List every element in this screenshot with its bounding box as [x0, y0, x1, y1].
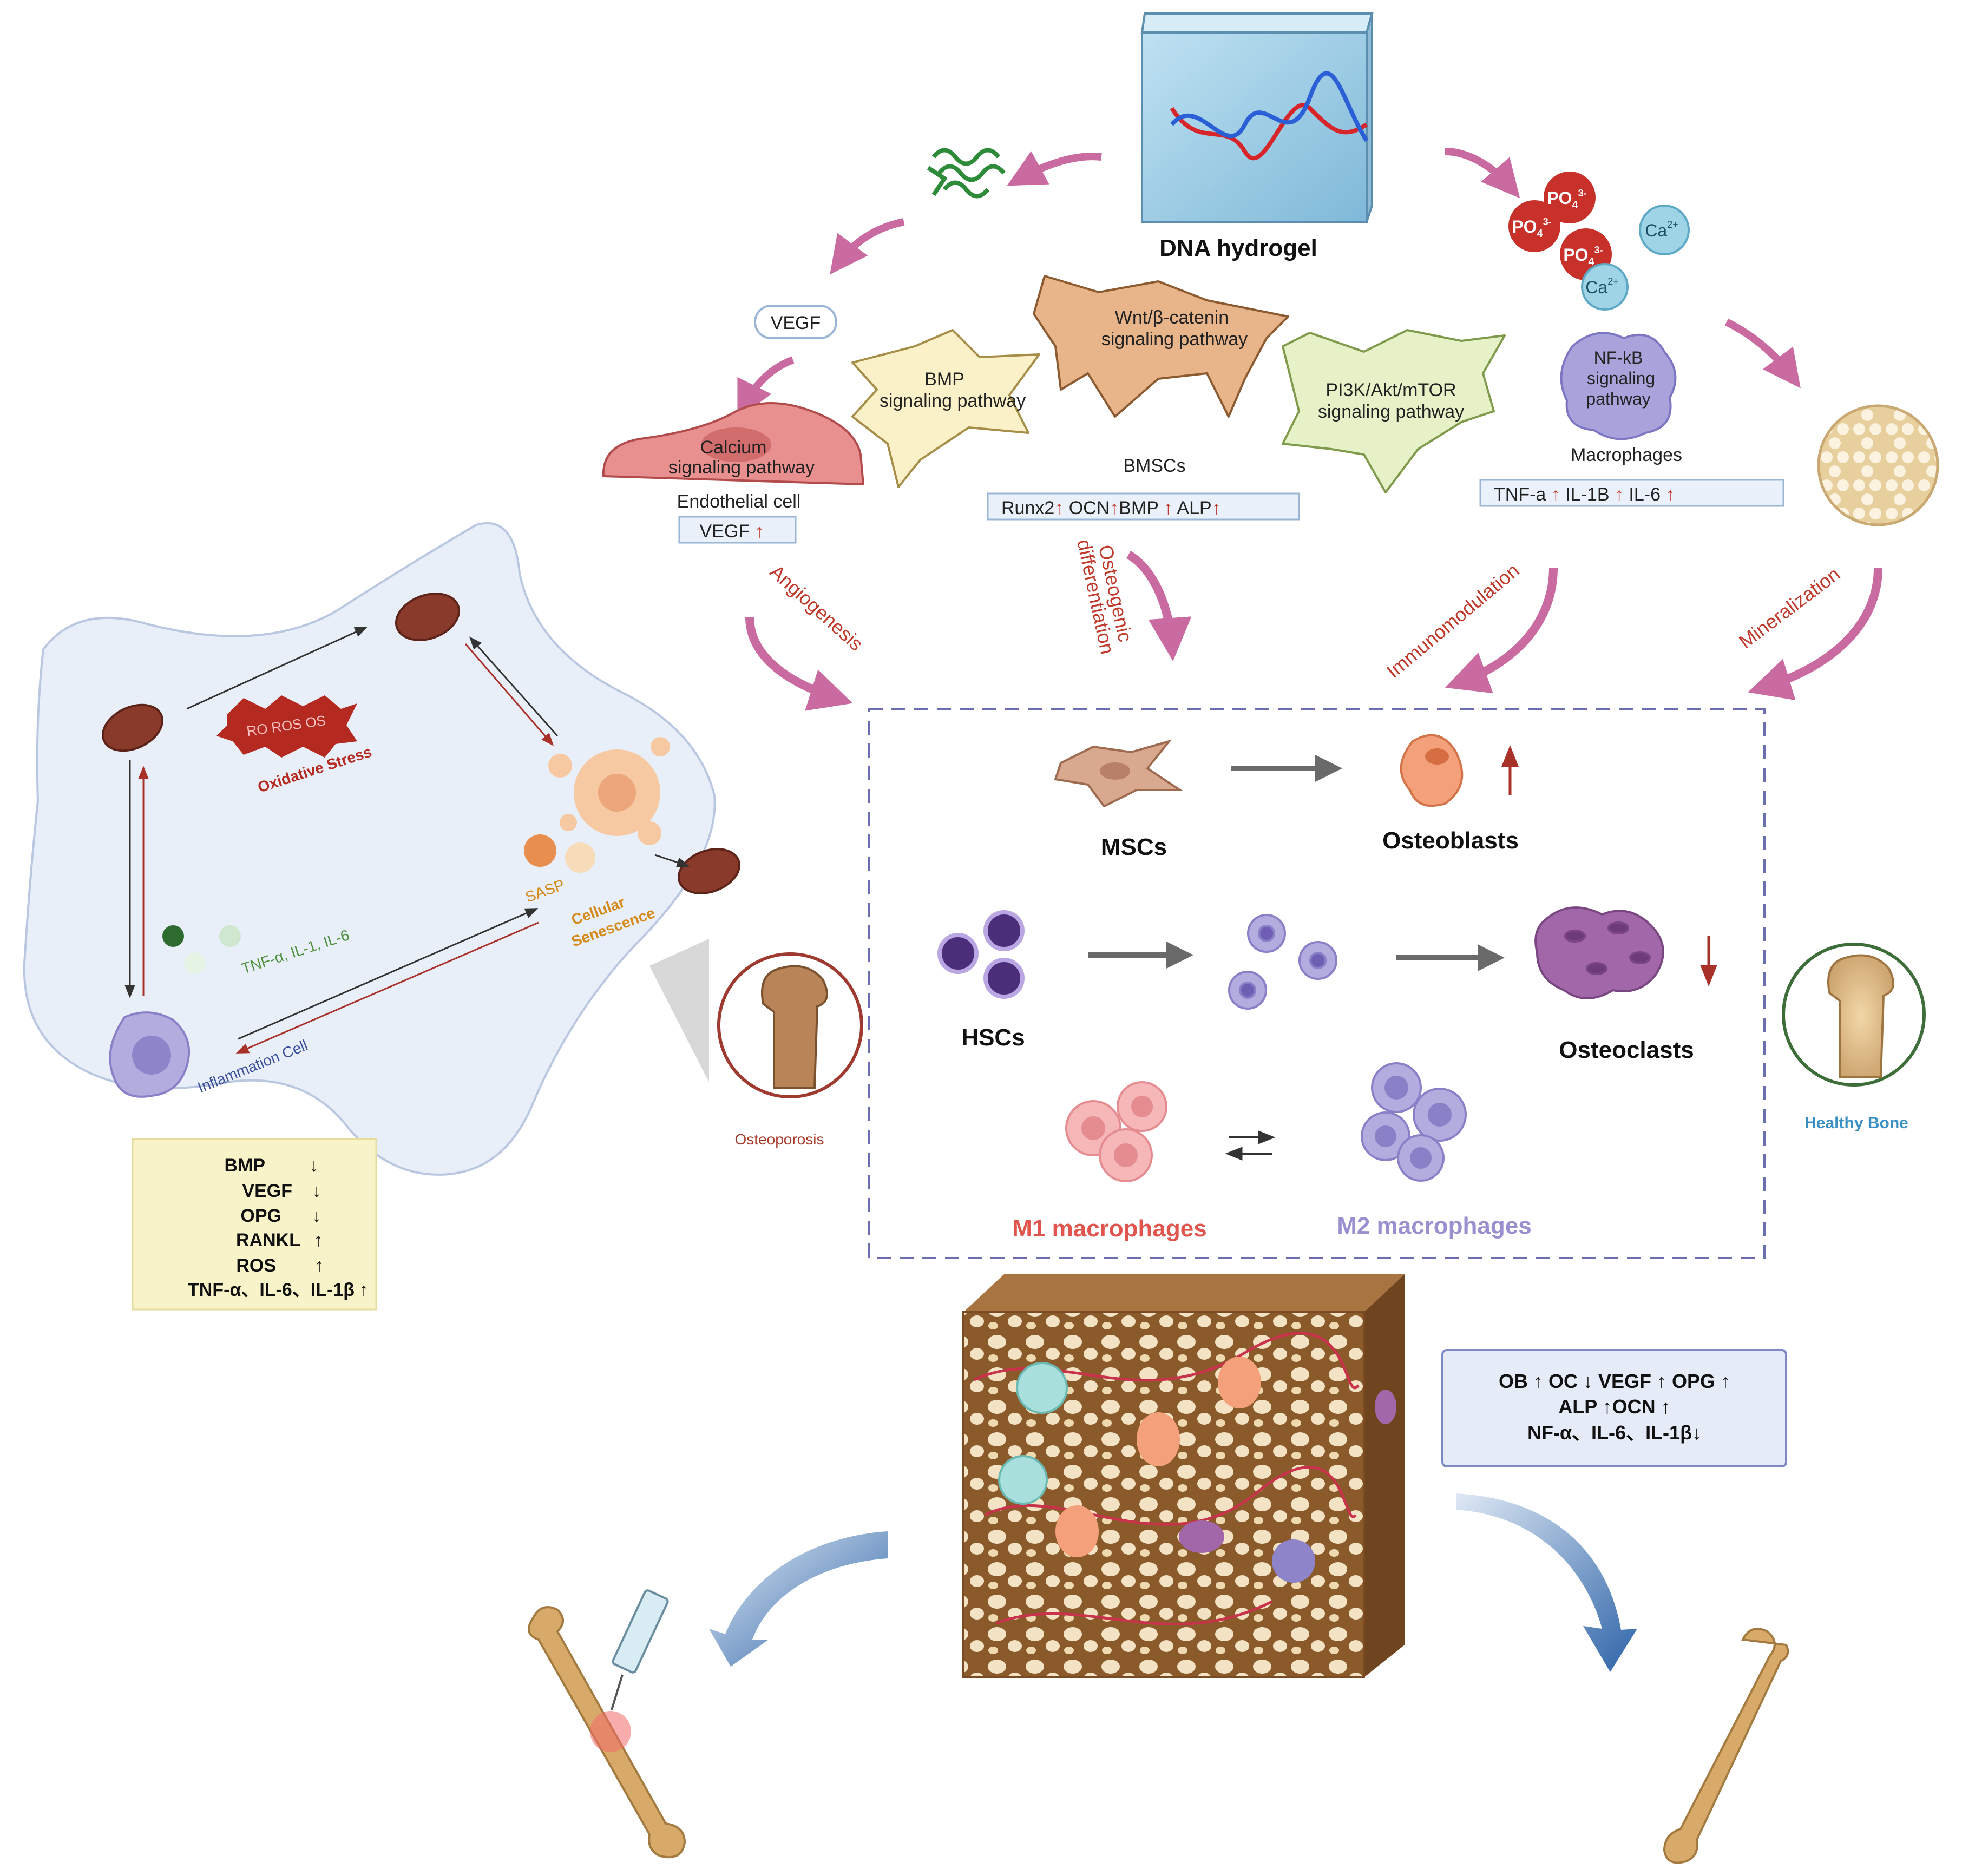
sasp-light-dot [565, 842, 595, 873]
nfkb-line1: NF-kB [1594, 348, 1643, 367]
left-marker-1: VEGF [242, 1181, 292, 1201]
cytokine-dot-3 [184, 952, 206, 974]
nfkb-line3: pathway [1586, 389, 1650, 409]
wnt-line1: Wnt/β-catenin [1115, 307, 1229, 328]
left-markers-list: BMP ↓ VEGF ↓ OPG ↓ RANKL ↑ ROS ↑ TNF-α、I… [188, 1155, 368, 1300]
svg-text:↑: ↑ [359, 1280, 369, 1300]
pi3k-line1: PI3K/Akt/mTOR [1326, 380, 1456, 400]
dna-strand-icon [1170, 103, 1368, 161]
wnt-cell [1033, 275, 1289, 418]
ion-po4-2: PO43- [1547, 188, 1586, 211]
m2-macrophages [1361, 1062, 1467, 1182]
precursor-cells [1228, 914, 1337, 1010]
outcome-line-3: NF-α、IL-6、IL-1β↓ [1527, 1421, 1702, 1444]
wnt-line2: signaling pathway [1101, 329, 1248, 350]
trabecular-bone-cube [962, 1274, 1405, 1678]
sasp-orange-dot [524, 834, 556, 867]
left-markers-box [132, 1138, 377, 1311]
osteoclasts-label: Osteoclasts [1559, 1037, 1694, 1063]
protein-icon [927, 148, 1006, 199]
ion-po4-1: PO43- [1512, 216, 1551, 240]
bmp-line2: signaling pathway [880, 391, 1026, 411]
svg-text:↓: ↓ [312, 1181, 321, 1201]
m1-m2-exchange-arrows [1225, 1130, 1276, 1161]
ros-burst [216, 695, 357, 758]
m2-label: M2 macrophages [1337, 1213, 1531, 1239]
bmscs-markers: Runx2↑ OCN↑BMP ↑ ALP↑ [1001, 498, 1221, 518]
ion-cluster: PO43- PO43- PO43- Ca2+ Ca2+ [1508, 172, 1690, 311]
left-marker-0: BMP [224, 1155, 265, 1176]
bmscs-label: BMSCs [1123, 456, 1185, 476]
vegf-bubble-label: VEGF [771, 313, 821, 333]
pi3k-cell [1282, 329, 1506, 493]
process-angiogenesis: Angiogenesis [766, 560, 868, 655]
endothelial-marker: VEGF ↑ [699, 521, 764, 542]
right-blue-arrow [1456, 1493, 1637, 1672]
m1-label: M1 macrophages [1012, 1215, 1206, 1242]
hsc-cells [937, 910, 1025, 999]
process-arrows [745, 551, 1882, 711]
svg-text:↑: ↑ [314, 1230, 323, 1250]
m1-macrophages [1065, 1081, 1167, 1182]
bmp-cell [851, 329, 1040, 488]
outcome-box [1441, 1349, 1787, 1467]
outcome-line-2: ALP ↑OCN ↑ [1558, 1396, 1670, 1418]
mitochondria-icons [102, 593, 741, 894]
osteoporosis-femur [761, 965, 828, 1089]
left-cell-panel [23, 522, 716, 1176]
mscs-label: MSCs [1101, 834, 1167, 860]
svg-text:↓: ↓ [310, 1155, 319, 1176]
svg-text:↑: ↑ [315, 1255, 324, 1276]
healthy-femur [1827, 954, 1894, 1078]
senescent-cell [548, 737, 670, 845]
ion-ca-2: Ca2+ [1585, 276, 1618, 297]
healthy-long-bone [1663, 1628, 1789, 1864]
endothelial-pathway-1: Calcium [700, 437, 767, 458]
outcome-line-1: OB ↑ OC ↓ VEGF ↑ OPG ↑ [1499, 1370, 1730, 1392]
osteoblast-cell [1400, 734, 1464, 807]
bmp-line1: BMP [924, 369, 964, 390]
svg-text:↓: ↓ [312, 1206, 321, 1226]
process-mineralization: Mineralization [1735, 563, 1844, 653]
left-marker-4: ROS [236, 1255, 276, 1276]
center-panel [868, 708, 1766, 1259]
ion-po4-3: PO43- [1563, 245, 1603, 268]
syringe-icon [611, 1589, 669, 1710]
hscs-label: HSCs [961, 1024, 1025, 1051]
injured-long-bone [528, 1606, 686, 1859]
macrophages-label: Macrophages [1571, 445, 1682, 465]
osteoblasts-label: Osteoblasts [1382, 827, 1519, 854]
cytokine-dot-1 [162, 925, 184, 947]
healthy-bone-label: Healthy Bone [1804, 1114, 1908, 1132]
macrophage-markers: TNF-a ↑ IL-1B ↑ IL-6 ↑ [1494, 484, 1675, 505]
macrophage-marker-box [1479, 479, 1784, 507]
mineral-scaffold [1817, 404, 1939, 526]
hydrogel-label: DNA hydrogel [1159, 235, 1317, 261]
endothelial-marker-box [678, 516, 797, 544]
left-panel-arrows [124, 627, 690, 1054]
endothelial-pathway-2: signaling pathway [668, 457, 815, 478]
macrophage-cell [1560, 332, 1677, 440]
cytokine-dot-2 [219, 925, 241, 947]
osteoporosis-label: Osteoporosis [735, 1131, 824, 1148]
osteoclast-cell [1534, 906, 1664, 999]
flow-arrows-top [737, 148, 1801, 420]
osteoporosis-zoom-wedge [649, 939, 709, 1082]
left-marker-5: TNF-α、IL-6、IL-1β [188, 1280, 355, 1300]
bmscs-marker-box [987, 492, 1300, 521]
left-blue-arrow [709, 1531, 888, 1667]
pi3k-line2: signaling pathway [1318, 401, 1464, 422]
ion-ca-1: Ca2+ [1645, 219, 1678, 240]
inflammation-cell-icon [109, 1011, 191, 1098]
left-marker-3: RANKL [236, 1230, 300, 1250]
endothelial-label: Endothelial cell [677, 491, 801, 512]
left-marker-2: OPG [240, 1206, 281, 1226]
vegf-bubble [754, 305, 837, 339]
nfkb-line2: signaling [1587, 368, 1655, 388]
dna-hydrogel [1140, 12, 1374, 223]
